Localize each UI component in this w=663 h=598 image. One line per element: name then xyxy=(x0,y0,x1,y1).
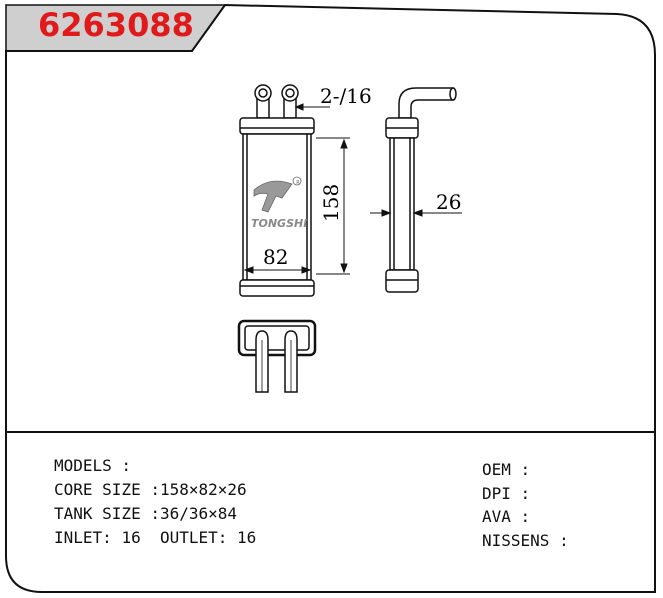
spec-separator: : xyxy=(140,504,160,523)
spec-value: 36/36×84 xyxy=(159,504,238,523)
front-view xyxy=(239,84,315,297)
side-view xyxy=(385,87,457,293)
spec-separator: : xyxy=(549,531,569,550)
height-dimension xyxy=(316,137,350,275)
registered-mark-icon xyxy=(292,176,302,186)
spec-oem: OEM : xyxy=(482,461,530,479)
spec-inlet-outlet: INLET: 16 OUTLET: 16 xyxy=(54,529,256,547)
outer-border xyxy=(5,3,656,593)
spec-label: OEM xyxy=(482,460,511,479)
part-number: 6263088 xyxy=(38,6,194,44)
inlet-dimension-label: 2-∕16 xyxy=(320,84,372,108)
spec-label: DPI xyxy=(482,484,511,503)
spec-separator: : xyxy=(111,456,132,475)
spec-label: TANK SIZE xyxy=(54,504,141,523)
width-dimension-label: 82 xyxy=(263,245,288,269)
spec-models: MODELS : xyxy=(54,457,131,475)
depth-dimension xyxy=(370,209,462,217)
width-dimension xyxy=(243,266,312,274)
depth-dimension-label: 26 xyxy=(436,190,461,214)
spec-label: CORE SIZE xyxy=(54,480,141,499)
brand-logo: R TONGSHI xyxy=(251,176,307,230)
spec-separator: : xyxy=(140,480,160,499)
spec-separator: : xyxy=(510,507,531,526)
spec-label: MODELS xyxy=(54,456,112,475)
spec-ava: AVA : xyxy=(482,508,530,526)
spec-separator: : xyxy=(510,460,531,479)
spec-tank-size: TANK SIZE :36/36×84 xyxy=(54,505,237,523)
spec-label: AVA xyxy=(482,507,511,526)
top-view xyxy=(237,319,317,393)
spec-dpi: DPI : xyxy=(482,485,530,503)
height-dimension-label: 158 xyxy=(319,184,343,222)
inlet-dimension xyxy=(294,103,330,111)
spec-value: 158×82×26 xyxy=(159,480,247,499)
logo-text: TONGSHI xyxy=(251,217,307,230)
spec-core-size: CORE SIZE :158×82×26 xyxy=(54,481,247,499)
spec-separator: : xyxy=(510,484,531,503)
spec-label: NISSENS xyxy=(482,531,550,550)
spec-value: 16 OUTLET: 16 xyxy=(121,528,257,547)
spec-separator xyxy=(112,528,122,547)
spec-nissens: NISSENS : xyxy=(482,532,569,550)
spec-label: INLET: xyxy=(54,528,112,547)
svg-text:R: R xyxy=(296,180,300,186)
